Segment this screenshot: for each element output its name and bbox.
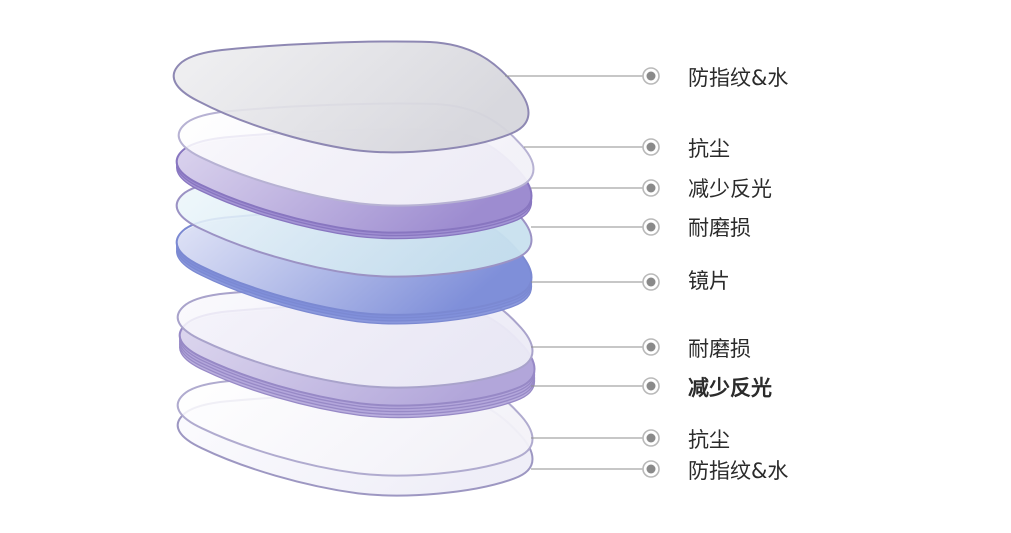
bullet-dot-bottom-anti-reflection xyxy=(646,381,656,391)
leader-lines xyxy=(505,75,643,470)
label-bullets xyxy=(642,67,660,478)
layer-top-anti-fingerprint xyxy=(172,40,530,154)
label-top-anti-fingerprint: 防指纹&水 xyxy=(688,66,789,90)
bullet-dot-top-anti-reflection xyxy=(646,183,656,193)
bullet-dot-lens xyxy=(646,277,656,287)
label-lens: 镜片 xyxy=(688,269,730,293)
label-top-wear-resistant: 耐磨损 xyxy=(688,216,751,240)
bullet-dot-bottom-wear-resistant xyxy=(646,342,656,352)
bullet-dot-top-wear-resistant xyxy=(646,222,656,232)
label-bottom-anti-reflection: 减少反光 xyxy=(688,376,772,400)
label-bottom-anti-fingerprint: 防指纹&水 xyxy=(688,459,789,483)
label-bottom-wear-resistant: 耐磨损 xyxy=(688,337,751,361)
label-bottom-anti-dust: 抗尘 xyxy=(688,428,730,452)
label-top-anti-reflection: 减少反光 xyxy=(688,177,772,201)
bullet-dot-top-anti-fingerprint xyxy=(646,71,656,81)
bullet-dot-bottom-anti-fingerprint xyxy=(646,464,656,474)
label-top-anti-dust: 抗尘 xyxy=(688,137,730,161)
bullet-dot-top-anti-dust xyxy=(646,142,656,152)
bullet-dot-bottom-anti-dust xyxy=(646,433,656,443)
lens-layer-shapes xyxy=(172,40,536,497)
